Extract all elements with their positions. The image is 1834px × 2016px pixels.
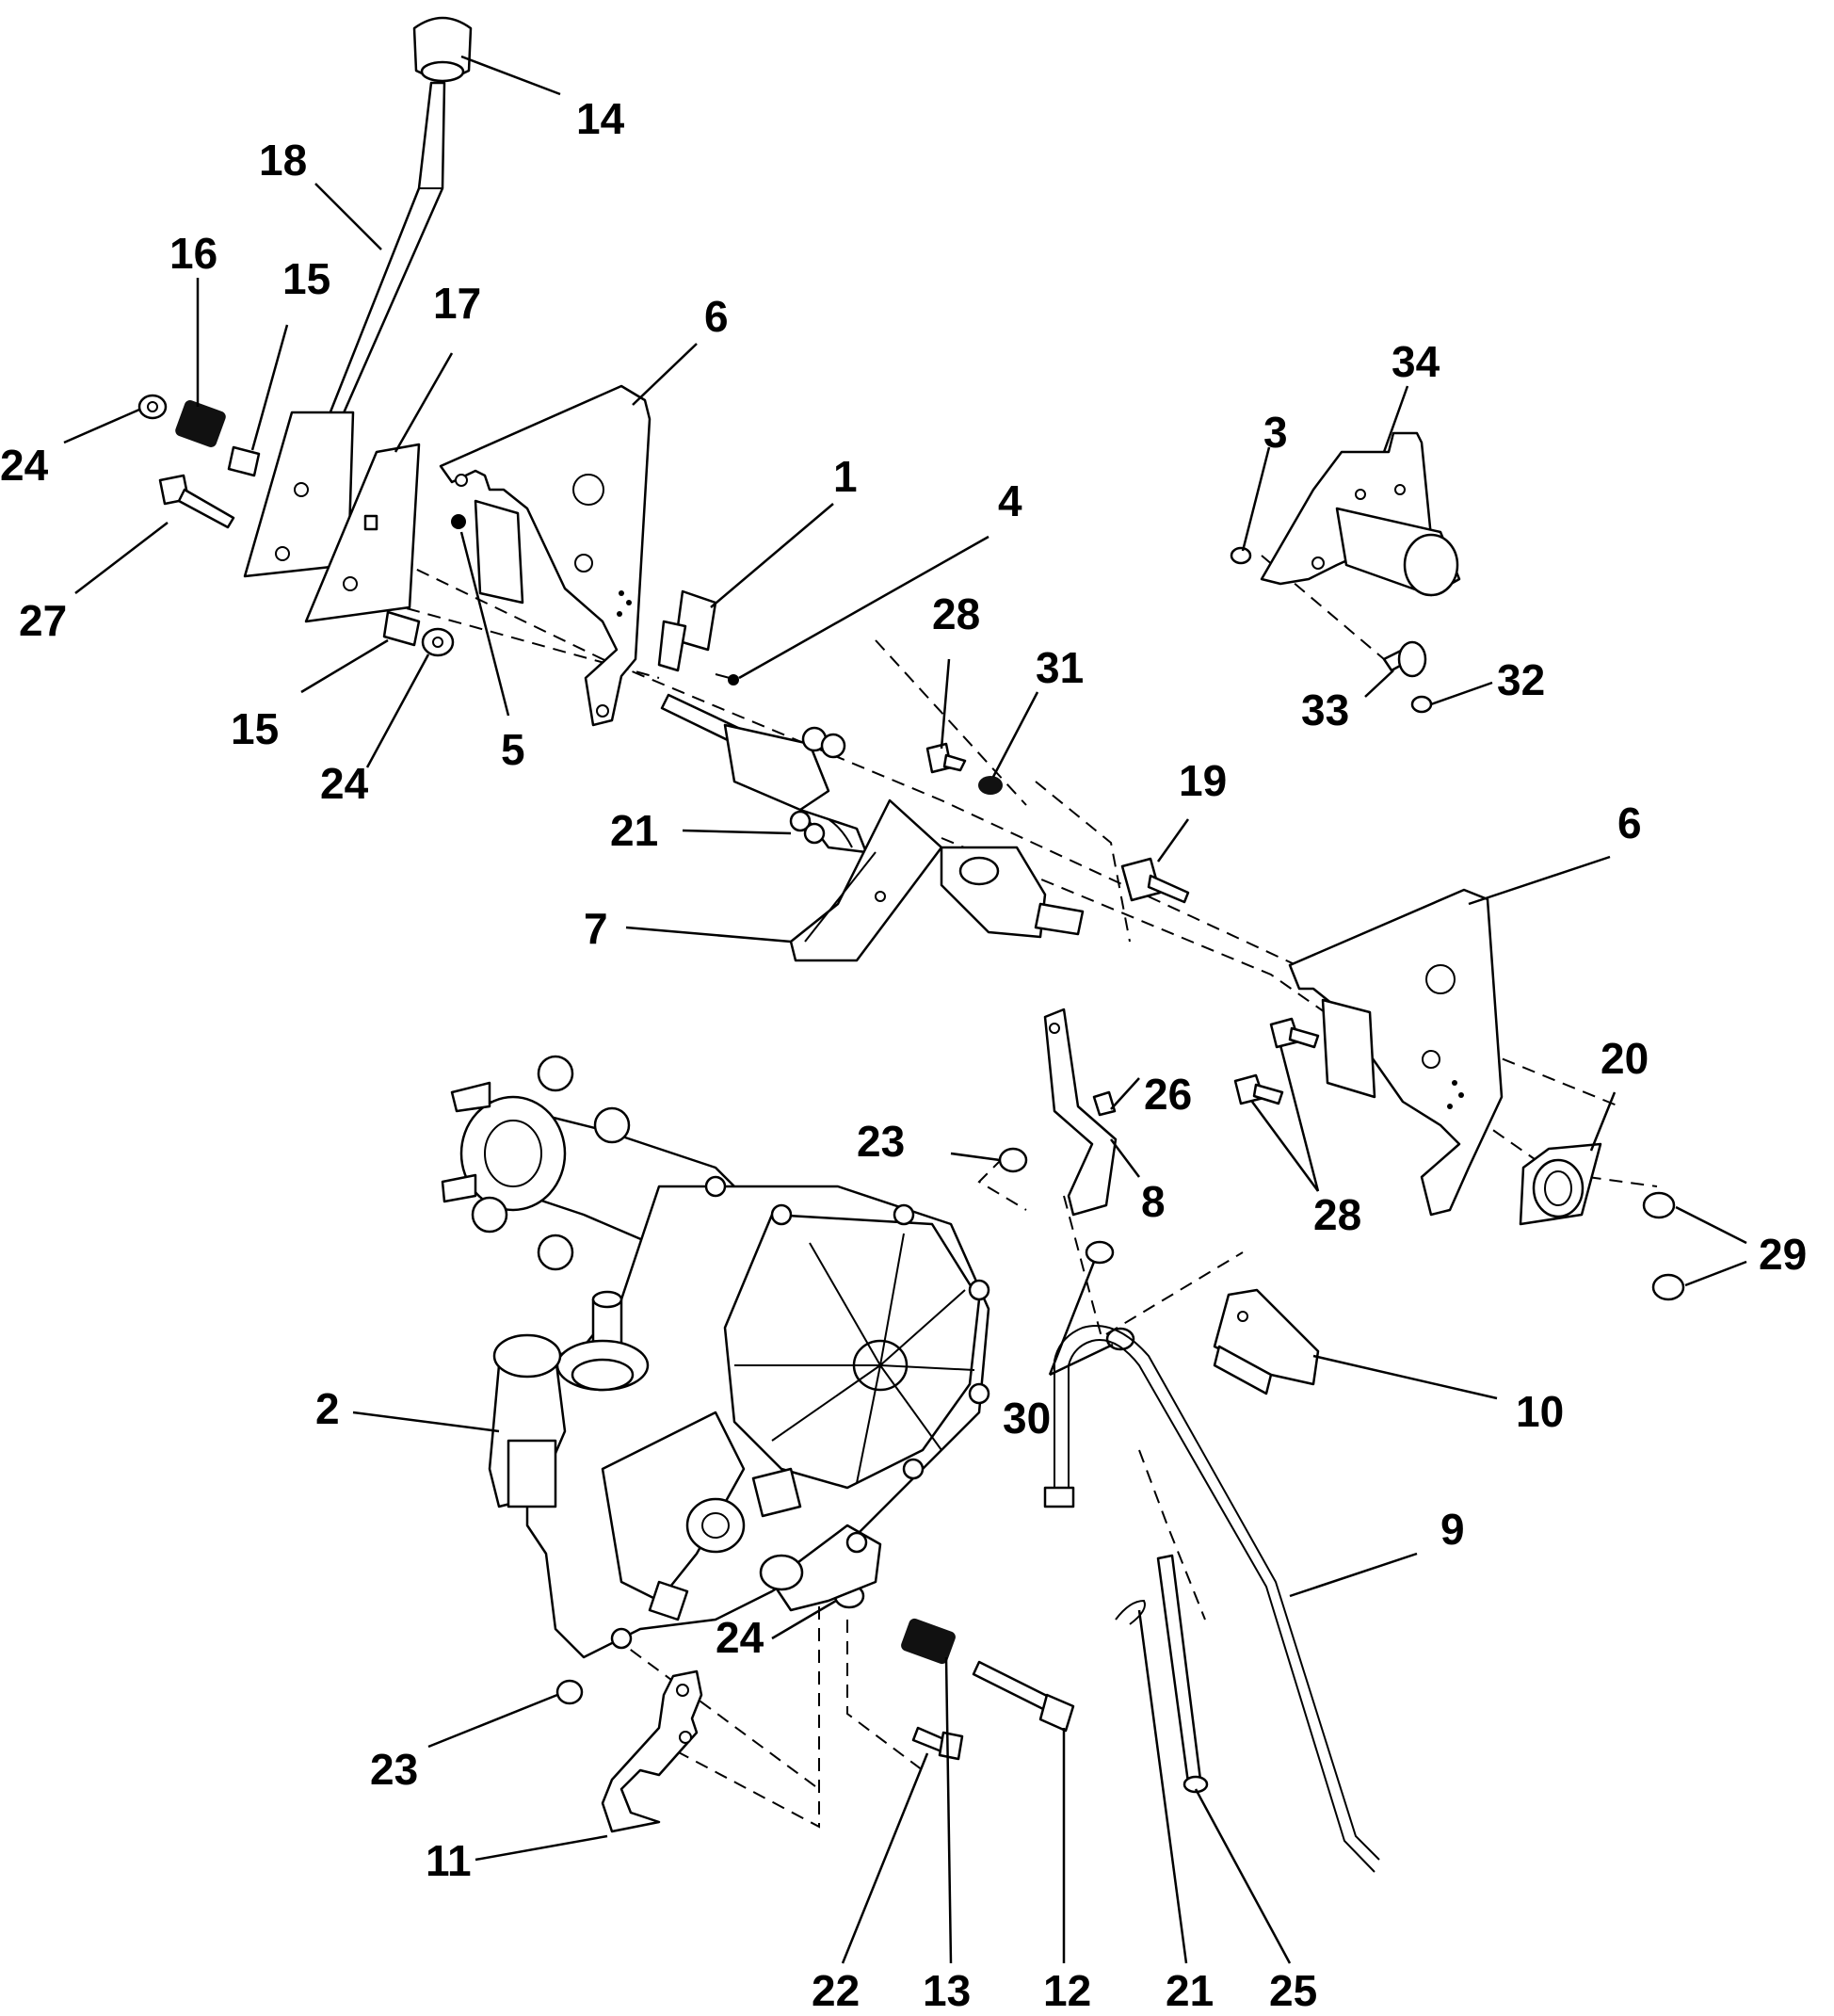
- callout-20: 20: [1601, 1034, 1649, 1083]
- callout-24: 24: [716, 1613, 764, 1662]
- shift-arm-7: [789, 798, 943, 962]
- callout-26: 26: [1144, 1070, 1192, 1119]
- shift-shaft: [660, 693, 868, 854]
- spring-13: [901, 1618, 956, 1665]
- callout-labels: 14 18 16 15 17 6 24 27 15 24 5 1 4 3 34 …: [0, 94, 1807, 2015]
- callout-24: 24: [0, 441, 49, 490]
- bracket-10: [1213, 1288, 1320, 1395]
- shift-lever-rod: [326, 81, 446, 426]
- callout-17: 17: [433, 279, 481, 328]
- transaxle-housing: [441, 1055, 990, 1659]
- spacer-bottom: [382, 610, 421, 647]
- callout-1: 1: [833, 452, 858, 501]
- bolt-28-top: [925, 742, 967, 774]
- callout-25: 25: [1269, 1966, 1317, 2015]
- callout-8: 8: [1141, 1177, 1166, 1226]
- nut-3: [1230, 546, 1252, 565]
- nut-23-lower: [555, 1679, 584, 1705]
- callout-6: 6: [704, 292, 729, 341]
- stud-19: [1120, 857, 1190, 904]
- link-arm-8: [1043, 1008, 1118, 1217]
- control-rod-9: [1043, 1325, 1380, 1873]
- callout-23: 23: [857, 1117, 905, 1166]
- nuts-29: [1642, 1191, 1685, 1301]
- callout-2: 2: [315, 1384, 340, 1433]
- shift-guide-plate: [304, 443, 421, 623]
- small-nut-5: [451, 514, 466, 529]
- callout-10: 10: [1516, 1387, 1564, 1436]
- callout-21: 21: [610, 806, 658, 855]
- callout-32: 32: [1497, 655, 1545, 704]
- bolt-28-right-a: [1269, 1017, 1320, 1049]
- callout-6: 6: [1617, 798, 1642, 847]
- callout-30: 30: [1003, 1394, 1051, 1443]
- callout-24: 24: [320, 759, 369, 808]
- bolt-27: [158, 474, 235, 529]
- callout-11: 11: [426, 1836, 472, 1885]
- bolt-12: [972, 1660, 1075, 1733]
- shift-collar: [940, 846, 1085, 939]
- callout-14: 14: [576, 94, 625, 143]
- bolt-28-right-b: [1233, 1073, 1284, 1105]
- shift-knob: [412, 16, 473, 83]
- bracket-11: [601, 1669, 703, 1833]
- callout-21: 21: [1166, 1966, 1214, 2015]
- pin-26: [1092, 1090, 1117, 1117]
- callout-9: 9: [1440, 1505, 1465, 1554]
- callout-22: 22: [812, 1966, 860, 2015]
- flange-bearing-20: [1519, 1142, 1602, 1226]
- callout-18: 18: [259, 136, 307, 185]
- callout-34: 34: [1392, 337, 1440, 386]
- spring: [175, 400, 226, 447]
- callout-13: 13: [923, 1966, 971, 2015]
- spring-pin-21-lower: [1115, 1599, 1146, 1625]
- washer-nut-left-top: [137, 394, 168, 420]
- spring-pin-21: [789, 810, 853, 848]
- callout-19: 19: [1179, 756, 1227, 805]
- mounting-bracket-lower: [1288, 888, 1504, 1217]
- rod-25: [1156, 1554, 1209, 1794]
- callout-4: 4: [998, 476, 1022, 525]
- washer-nut-left-bottom: [421, 627, 455, 657]
- callout-7: 7: [584, 904, 608, 953]
- callout-33: 33: [1301, 685, 1349, 734]
- callout-5: 5: [501, 725, 525, 774]
- callout-29: 29: [1759, 1230, 1807, 1279]
- callout-27: 27: [19, 596, 67, 645]
- callout-23: 23: [370, 1745, 418, 1794]
- spacer-top: [227, 445, 261, 477]
- leader-lines: [63, 55, 1747, 1964]
- callout-31: 31: [1036, 643, 1084, 692]
- bolt-22: [911, 1726, 964, 1761]
- callout-3: 3: [1263, 408, 1288, 457]
- mounting-bracket-upper: [439, 384, 652, 727]
- callout-28: 28: [932, 589, 980, 638]
- nut-31: [978, 776, 1003, 795]
- callout-16: 16: [169, 229, 217, 278]
- nut-23-upper: [998, 1147, 1028, 1173]
- ball-joint-33: [1382, 640, 1427, 678]
- callout-12: 12: [1043, 1966, 1091, 2015]
- screw-4: [715, 673, 739, 685]
- callout-15: 15: [231, 704, 279, 753]
- nuts-30: [1085, 1240, 1135, 1351]
- switch-block: [657, 589, 717, 672]
- nut-32: [1410, 695, 1433, 714]
- callout-28: 28: [1313, 1190, 1361, 1239]
- callout-15: 15: [282, 254, 330, 303]
- bracket-34: [1260, 431, 1461, 597]
